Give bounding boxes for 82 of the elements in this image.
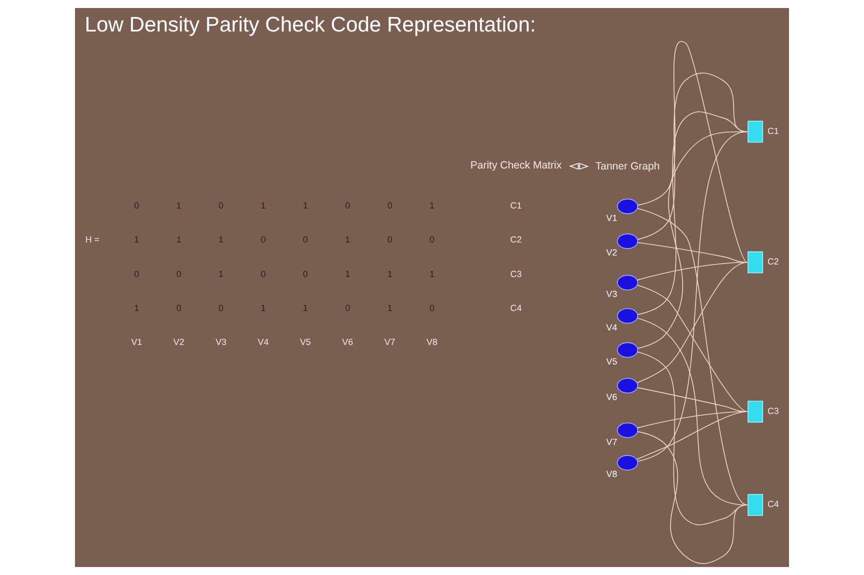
connector: [637, 318, 748, 506]
connector: [636, 411, 748, 428]
label: 1: [430, 268, 434, 279]
label: C3: [510, 268, 522, 279]
label: V7: [384, 336, 396, 347]
node-label: C2: [768, 256, 779, 267]
node-circle: [617, 274, 638, 290]
label: 1: [218, 234, 224, 245]
connector: [636, 262, 748, 384]
label: V2: [173, 336, 184, 347]
label: V1: [131, 336, 142, 347]
node-circle: [617, 198, 638, 214]
node-label: V5: [606, 356, 618, 366]
label: 1: [134, 302, 140, 313]
node-label: V4: [606, 322, 618, 332]
connector: [636, 411, 748, 460]
connector: [637, 351, 748, 526]
diagram-title: Low Density Parity Check Code Representation:: [84, 13, 536, 36]
node-label: C1: [768, 126, 779, 136]
connector: [637, 431, 748, 564]
label: 1: [387, 302, 392, 313]
label: 1: [218, 268, 224, 279]
label: 0: [260, 268, 266, 279]
label: 0: [345, 302, 350, 313]
label: 0: [176, 268, 182, 279]
label: 1: [302, 200, 308, 211]
node-label: V8: [606, 469, 618, 480]
label: C1: [510, 200, 522, 211]
connector: [637, 111, 748, 315]
node-label: V1: [606, 212, 618, 223]
node-label: V7: [606, 436, 618, 447]
connector: [637, 72, 748, 240]
node-circle: [617, 234, 638, 249]
connector: [637, 284, 748, 412]
node-label: V3: [606, 289, 618, 300]
node-circle: [617, 422, 638, 438]
label: 0: [345, 200, 350, 211]
arrow: [568, 162, 589, 170]
label: 1: [134, 234, 140, 245]
label: 1: [430, 200, 434, 211]
label: 1: [176, 200, 182, 211]
label: V8: [426, 336, 438, 347]
label: V4: [258, 336, 269, 347]
label: 0: [302, 268, 308, 279]
connector: [637, 208, 748, 506]
label: 0: [218, 200, 224, 211]
label: V3: [216, 336, 226, 347]
label: 1: [345, 234, 350, 245]
label: 1: [302, 302, 308, 313]
label: C4: [510, 302, 522, 313]
node-circle: [617, 455, 638, 470]
label: 0: [134, 268, 140, 279]
connector: [637, 131, 748, 462]
node-text: Parity Check Matrix: [470, 160, 562, 172]
label: 1: [176, 234, 182, 245]
node-circle: [617, 342, 638, 358]
label: 1: [387, 268, 392, 279]
label: 1: [260, 200, 266, 211]
node-label: V6: [606, 392, 618, 402]
connector: [637, 41, 748, 263]
connector: [637, 387, 748, 412]
label: 0: [387, 200, 392, 211]
label: C2: [510, 234, 522, 245]
node-label: V2: [606, 248, 618, 258]
node-text: Tanner Graph: [595, 160, 660, 172]
label: 0: [430, 234, 434, 245]
label: 1: [260, 302, 266, 313]
label: 1: [345, 268, 350, 279]
node-circle: [617, 378, 638, 394]
label: 0: [134, 200, 140, 211]
label: H =: [85, 234, 100, 245]
node-label: C4: [768, 499, 779, 510]
label: 0: [387, 234, 392, 245]
label: 0: [302, 234, 308, 245]
label: 0: [430, 302, 434, 313]
node-label: C3: [768, 406, 779, 416]
label: 0: [218, 302, 224, 313]
label: 0: [176, 302, 182, 313]
label: V5: [300, 336, 311, 347]
label: 0: [260, 234, 266, 245]
label: V6: [342, 336, 354, 347]
node-circle: [617, 308, 638, 324]
